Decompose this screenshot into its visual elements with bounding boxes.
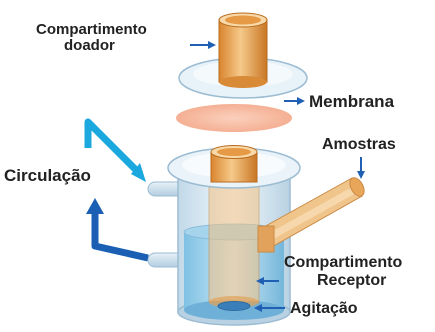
stirring-label: Agitação: [290, 300, 358, 317]
receptor-compartment-label-line2: Receptor: [317, 272, 387, 289]
donor-compartment-label-line2: doador: [64, 37, 115, 54]
membrane-label: Membrana: [309, 92, 395, 111]
receptor-compartment: [147, 145, 365, 326]
sampling-arm: [257, 177, 365, 253]
stir-bar: [217, 301, 251, 311]
receptor-inner-cell: [208, 169, 260, 303]
circulation-label: Circulação: [4, 166, 91, 185]
donor-compartment-label-line1: Compartimento: [36, 21, 147, 38]
donor-tube: [218, 19, 268, 83]
leader-arrows: [190, 41, 365, 312]
membrane-disc: [176, 104, 292, 132]
donor-compartment: [178, 12, 308, 99]
samples-label: Amostras: [322, 136, 396, 153]
receptor-compartment-label-line1: Compartimento: [284, 254, 403, 271]
circulation-arrows: [84, 118, 149, 262]
